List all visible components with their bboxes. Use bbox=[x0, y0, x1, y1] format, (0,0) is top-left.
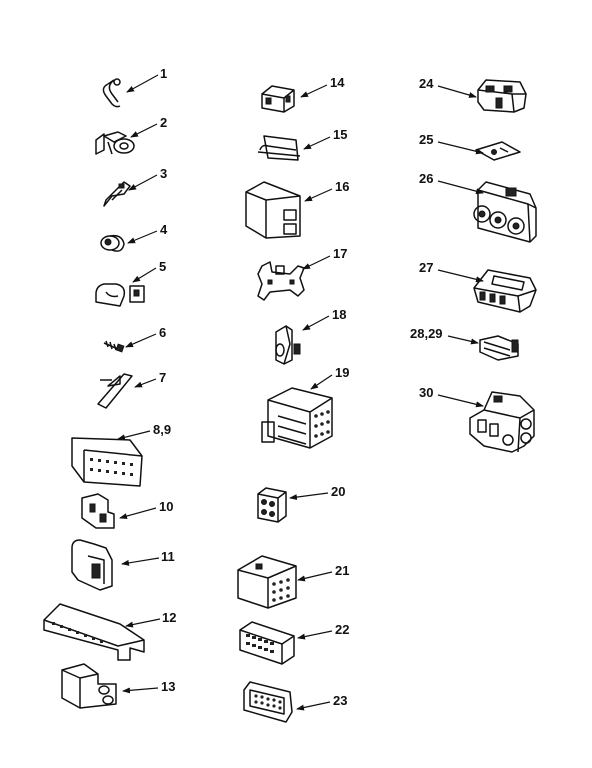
part-11-connector-drawing bbox=[71, 539, 113, 591]
leader-13 bbox=[122, 687, 159, 694]
part-26-connector-block-drawing bbox=[473, 181, 537, 243]
callout-10: 10 bbox=[159, 499, 174, 514]
leader-22 bbox=[297, 630, 333, 640]
part-10-connector-drawing bbox=[81, 493, 115, 529]
part-30-connector-housing-drawing bbox=[469, 391, 535, 453]
leader-11 bbox=[121, 557, 160, 566]
part-6-screw-drawing bbox=[103, 340, 125, 353]
leader-28-29 bbox=[447, 335, 479, 345]
callout-4: 4 bbox=[160, 222, 168, 237]
callout-27: 27 bbox=[419, 260, 434, 275]
part-20-connector-drawing bbox=[257, 487, 287, 523]
part-19-connector-drawing bbox=[261, 387, 333, 449]
leader-3 bbox=[128, 174, 158, 191]
part-5-cable-clamp-drawing bbox=[95, 283, 145, 307]
leader-30 bbox=[437, 394, 484, 408]
part-12-terminal-block-drawing bbox=[43, 603, 145, 661]
leader-8-9 bbox=[117, 430, 151, 441]
leader-25 bbox=[437, 141, 484, 155]
part-3-spring-clip-drawing bbox=[103, 181, 131, 207]
callout-3: 3 bbox=[160, 166, 168, 181]
leader-19 bbox=[310, 374, 333, 390]
callout-16: 16 bbox=[335, 179, 350, 194]
leader-6 bbox=[125, 333, 157, 348]
part-1-clip-drawing bbox=[102, 78, 121, 108]
callout-23: 23 bbox=[333, 693, 348, 708]
part-15-sleeve-drawing bbox=[257, 135, 301, 161]
part-16-housing-drawing bbox=[245, 181, 301, 239]
part-18-bracket-drawing bbox=[275, 325, 301, 365]
part-27-connector-drawing bbox=[473, 269, 537, 313]
callout-30: 30 bbox=[419, 385, 434, 400]
callout-5: 5 bbox=[159, 259, 167, 274]
callout-13: 13 bbox=[161, 679, 176, 694]
part-14-connector-drawing bbox=[261, 85, 295, 113]
leader-15 bbox=[303, 136, 331, 150]
part-25-plate-drawing bbox=[475, 141, 521, 161]
callout-25: 25 bbox=[419, 132, 434, 147]
callout-24: 24 bbox=[419, 76, 434, 91]
callout-1: 1 bbox=[160, 66, 168, 81]
leader-20 bbox=[289, 492, 329, 501]
part-13-connector-drawing bbox=[61, 663, 117, 709]
callout-22: 22 bbox=[335, 622, 350, 637]
leader-1 bbox=[126, 74, 159, 93]
part-2-clamp-drawing bbox=[95, 131, 135, 155]
callout-14: 14 bbox=[330, 75, 345, 90]
leader-10 bbox=[119, 507, 157, 520]
callout-7: 7 bbox=[159, 370, 167, 385]
part-7-bracket-drawing bbox=[97, 373, 133, 409]
callout-21: 21 bbox=[335, 563, 350, 578]
leader-21 bbox=[297, 571, 333, 582]
callout-12: 12 bbox=[162, 610, 177, 625]
callout-11: 11 bbox=[161, 549, 175, 564]
leader-12 bbox=[125, 618, 161, 628]
callout-19: 19 bbox=[335, 365, 350, 380]
part-8-9-connector-drawing bbox=[71, 437, 143, 487]
part-28-29-terminal-drawing bbox=[479, 335, 519, 361]
leader-23 bbox=[296, 701, 331, 711]
leader-26 bbox=[437, 180, 484, 195]
callout-8-9: 8,9 bbox=[153, 422, 172, 437]
callout-2: 2 bbox=[160, 115, 168, 130]
leader-lines bbox=[117, 74, 484, 711]
leader-2 bbox=[130, 123, 158, 138]
leader-24 bbox=[437, 85, 477, 98]
leader-16 bbox=[304, 188, 333, 202]
callout-20: 20 bbox=[331, 484, 346, 499]
callout-6: 6 bbox=[159, 325, 167, 340]
leader-4 bbox=[127, 230, 158, 244]
leader-17 bbox=[302, 255, 331, 270]
part-17-connector-drawing bbox=[257, 261, 305, 301]
part-4-grommet-drawing bbox=[100, 234, 125, 252]
leader-14 bbox=[300, 84, 328, 98]
callout-17: 17 bbox=[333, 246, 348, 261]
callout-28-29: 28,29 bbox=[410, 326, 443, 341]
leader-7 bbox=[134, 378, 157, 388]
part-22-connector-drawing bbox=[239, 621, 295, 665]
part-23-connector-drawing bbox=[243, 681, 293, 723]
leader-18 bbox=[302, 315, 330, 331]
callout-18: 18 bbox=[332, 307, 347, 322]
part-21-housing-drawing bbox=[237, 555, 297, 609]
leader-27 bbox=[437, 269, 484, 283]
callout-15: 15 bbox=[333, 127, 348, 142]
leader-5 bbox=[132, 267, 157, 283]
callout-26: 26 bbox=[419, 171, 434, 186]
part-24-housing-drawing bbox=[477, 79, 527, 113]
